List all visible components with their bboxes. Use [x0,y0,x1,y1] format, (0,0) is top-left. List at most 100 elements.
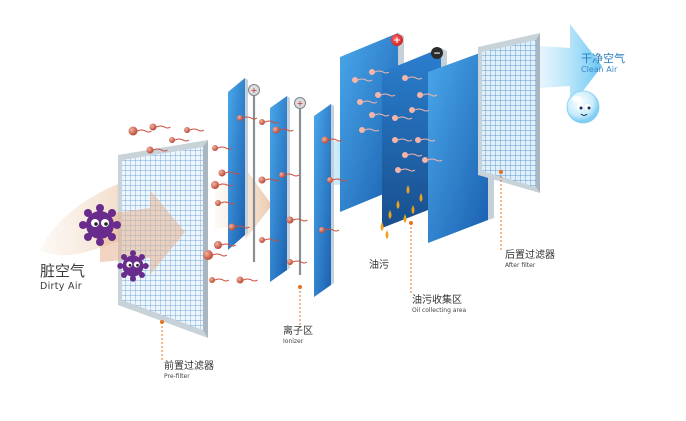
pollutant-particle [259,119,265,125]
pollutant-particle-tail [332,178,348,182]
pollutant-particle [259,237,265,243]
oil-collecting-label-zh: 油污收集区 [412,295,462,306]
pollutant-particle [215,200,221,206]
pollutant-particle [272,126,280,134]
ionizer-label: 离子区 Ionizer [283,327,313,345]
pollutant-particle-tail [328,138,343,142]
oil-collecting-label-en: Oil collecting area [412,307,467,314]
pollutant-particle-tail [137,129,152,133]
pollutant-particle-tail [264,238,280,242]
pollutant-particle-tail [242,116,258,120]
pollutant-particle-tail [380,93,396,97]
pollutant-particle [319,227,325,233]
pollutant-particle-tail [174,138,190,142]
pollutant-particle [258,176,266,184]
electrode-2-sign: + [297,99,304,108]
pollutant-particle-tail [397,138,413,142]
pollutant-particle-tail [427,158,443,162]
pollutant-particle-tail [243,278,258,282]
pollutant-particle-tail [220,201,236,205]
pollutant-particle [149,123,157,131]
pollutant-particle-tail [189,128,205,132]
pollutant-particle-tail [265,178,280,182]
plate-1-sign: + [393,36,401,46]
pollutant-particle [392,115,398,121]
clean-air-label: 干净空气 Clean Air [581,53,625,74]
pollutant-particle [392,137,398,143]
pollutant-particle-tail [374,113,390,117]
oil-label-zh: 油污 [369,260,389,271]
pollutant-particle-tail [235,225,250,229]
pollutant-particle-tail [279,128,294,132]
pollutant-particle [146,146,154,154]
pollutant-particle [286,216,294,224]
pollutant-particle-tail [400,168,416,172]
pre-filter-label: 前置过滤器 Pre-filter [164,362,214,380]
pollutant-particle-tail [362,100,378,104]
ionizer-electrode-2: + [294,97,306,275]
pollutant-particle [422,157,428,163]
pollutant-particle-tail [407,76,423,80]
pollutant-particle [375,92,381,98]
after-filter-label-en: After filter [505,262,536,269]
dirty-air-label-en: Dirty Air [40,281,82,292]
electrode-1-sign: + [251,86,258,95]
pollutant-particle-tail [420,138,436,142]
pollutant-particle [402,75,408,81]
pollutant-particles [128,69,443,284]
pollutant-particle [203,250,213,260]
pollutant-particle [369,112,375,118]
pre-filter-flow-arrow [100,190,185,275]
pollutant-particle [357,99,363,105]
plate-negative-sign: − [433,49,441,59]
pollutant-particle [321,136,329,144]
pollutant-particle-tail [364,128,380,132]
pollutant-particle [169,137,175,143]
pollutant-particle-tail [414,108,430,112]
oil-label: 油污 [369,261,389,271]
pollutant-particle-tail [407,153,423,157]
dirty-air-label: 脏空气 Dirty Air [40,264,85,292]
after-filter-label-zh: 后置过滤器 [505,250,555,261]
pollutant-particle [211,181,219,189]
pollutant-particle [236,276,244,284]
pollutant-particle [369,69,375,75]
pollutant-particle-tail [293,218,308,222]
pollutant-particle [214,241,222,249]
virus-icon [117,250,149,282]
pollutant-particle [409,107,415,113]
pollutant-particle-tail [153,148,168,152]
pollutant-particle [402,152,408,158]
clean-air-flow-arrow [540,24,602,108]
pollutant-particle-tail [422,93,438,97]
pre-filter-label-zh: 前置过滤器 [164,361,214,372]
oil-drops [380,185,423,239]
ionizer-label-en: Ionizer [283,338,304,345]
after-filter-label: 后置过滤器 After filter [505,251,555,269]
pollutant-particle-tail [292,260,308,264]
pollutant-particle-tail [357,78,373,82]
pollutant-particle-tail [214,278,230,282]
ionizer-label-zh: 离子区 [283,326,313,337]
after-filter-panel [478,33,540,193]
pollutant-particle-tail [374,70,390,74]
oil-collecting-label: 油污收集区 Oil collecting area [412,296,466,314]
pollutant-particle [417,92,423,98]
pollutant-particle [212,145,218,151]
pollutant-particle [237,115,243,121]
leader-lines [161,172,502,362]
pollutant-particle-tail [218,183,234,187]
pollutant-particle [327,177,333,183]
pollutant-particle-tail [264,120,280,124]
pollutant-particle [395,167,401,173]
ionizer-panel-3 [314,104,334,297]
pollutant-particle [209,277,215,283]
pollutant-particle [352,77,358,83]
pollutant-particle [218,169,226,177]
pollutant-particle-tail [221,243,237,247]
pre-filter-label-en: Pre-filter [164,373,190,380]
pollutant-particle [128,126,138,136]
virus-icon [79,204,121,246]
clean-air-label-en: Clean Air [581,65,618,74]
